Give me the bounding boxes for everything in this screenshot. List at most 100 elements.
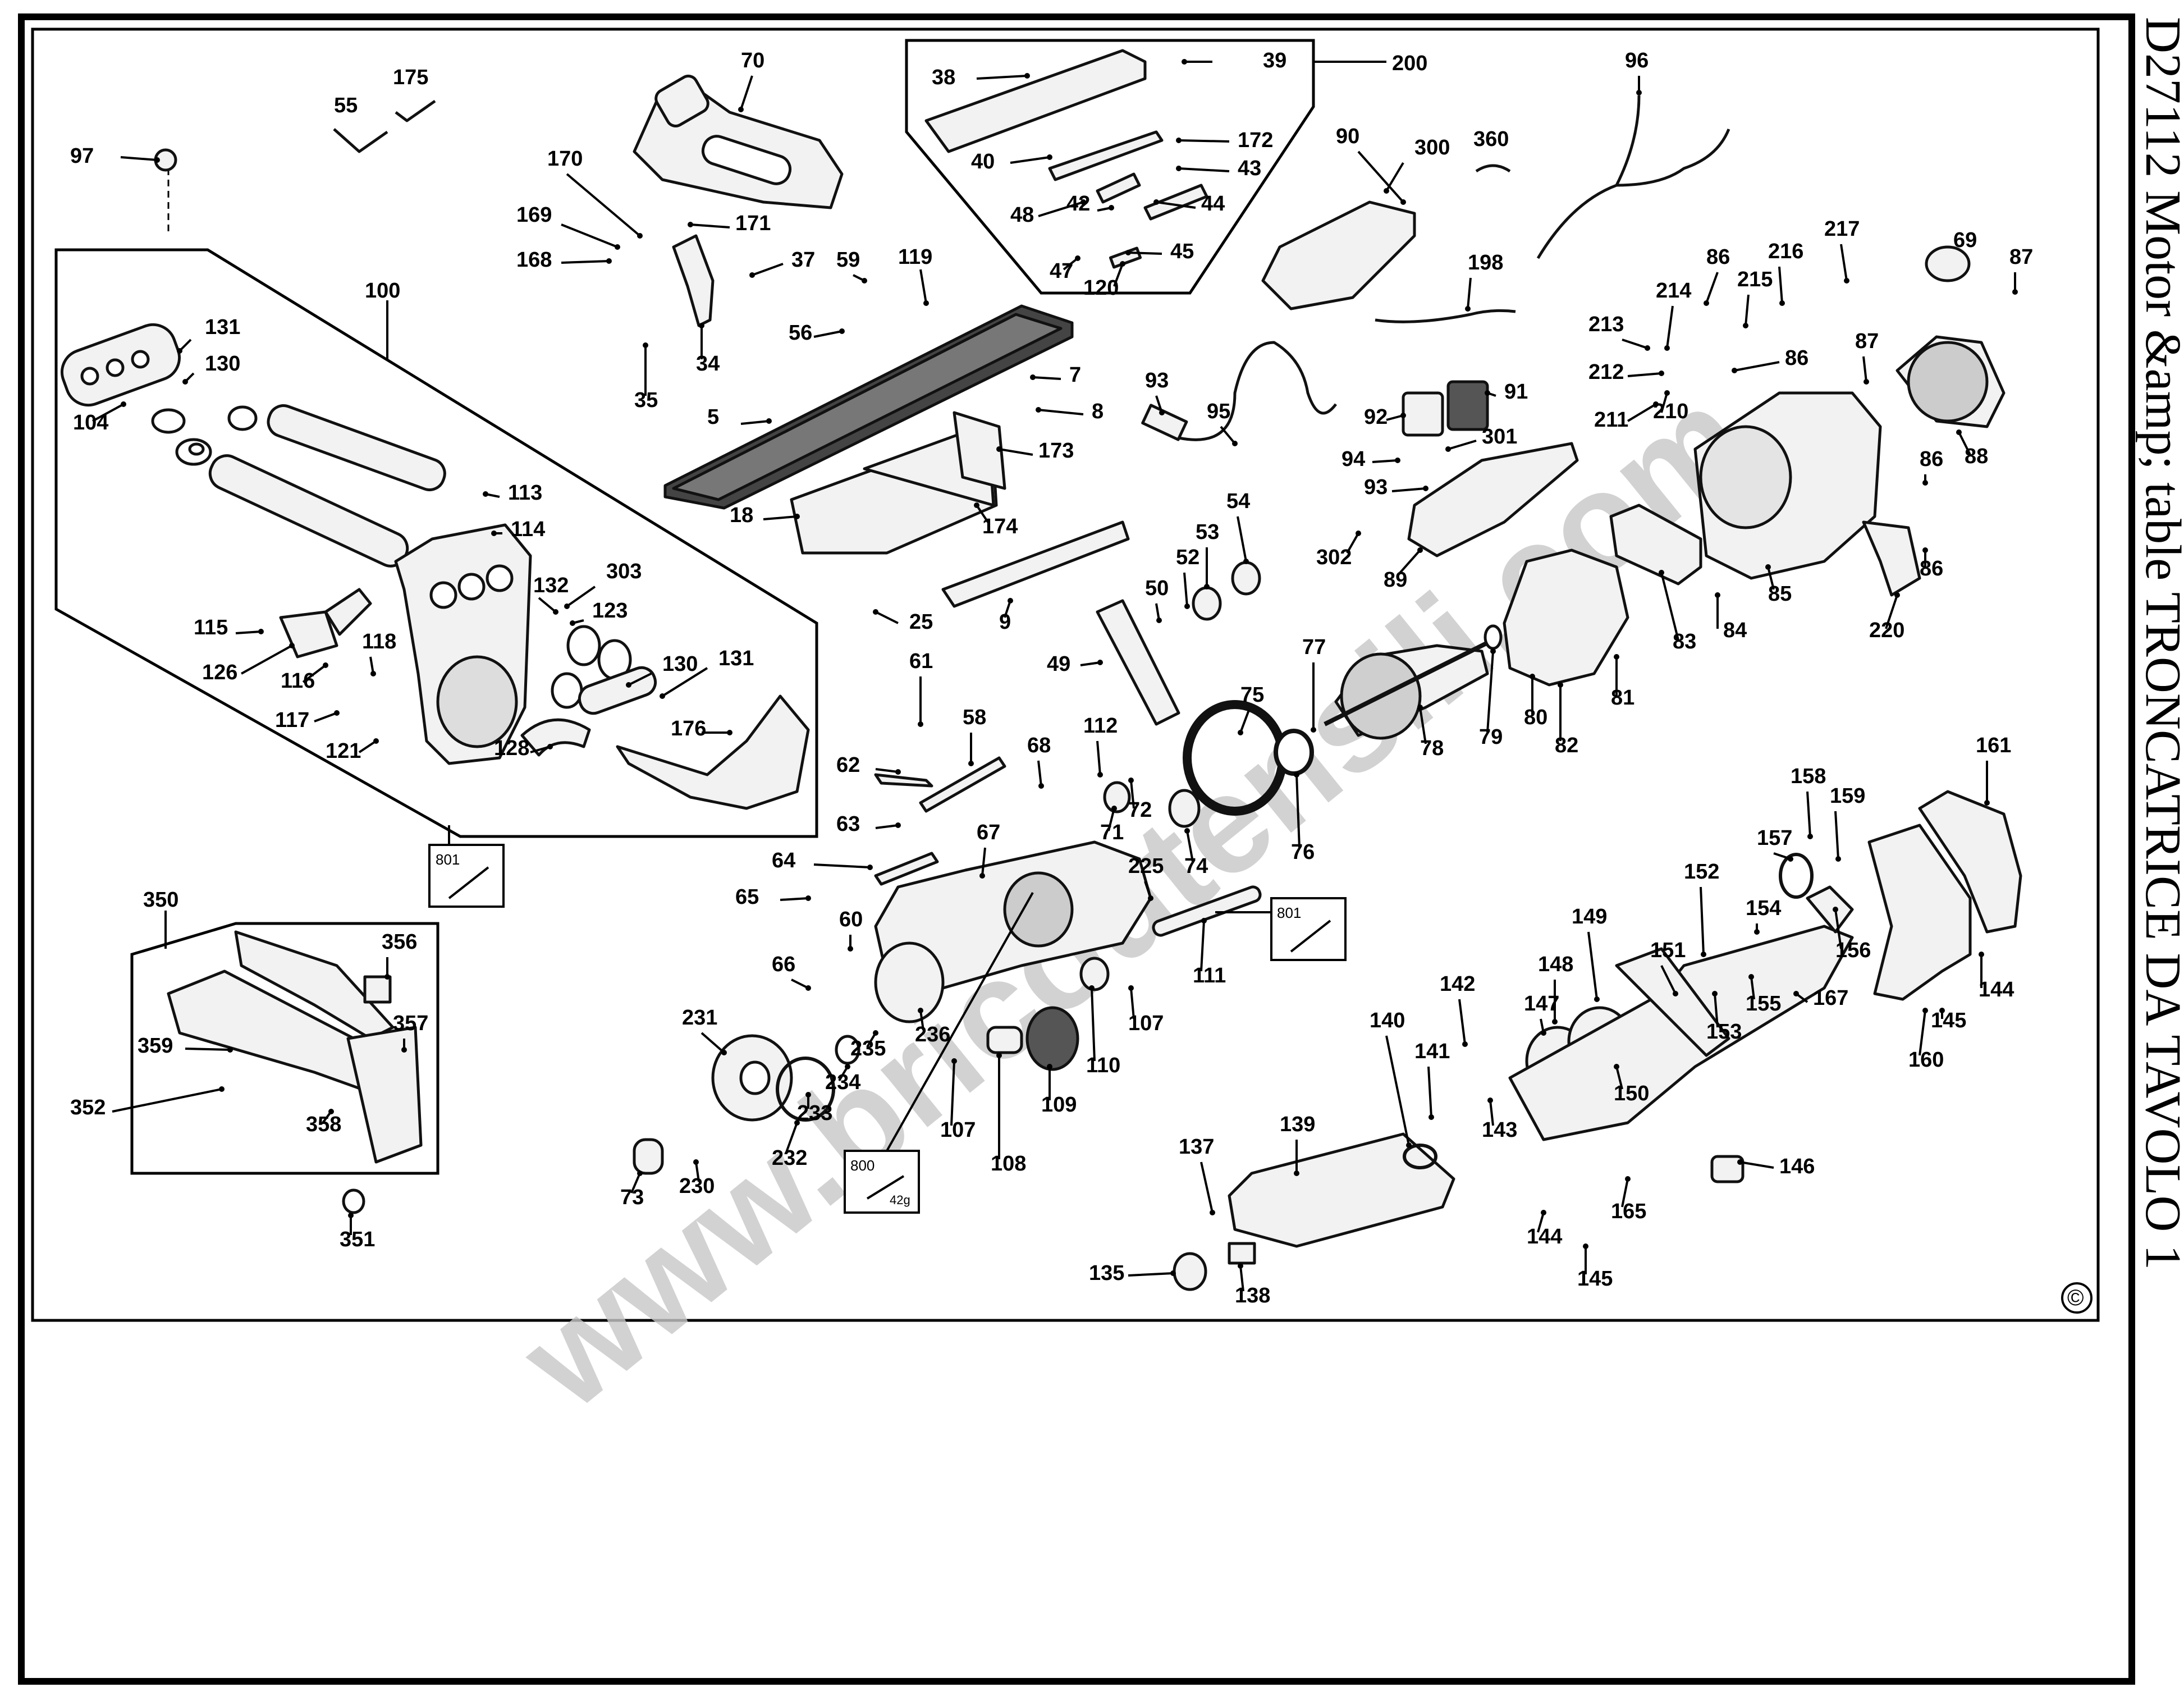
leader-dot-c155 bbox=[1748, 974, 1754, 980]
part-62 bbox=[874, 773, 933, 788]
part-356 bbox=[363, 975, 392, 1004]
leader-line-c152 bbox=[1700, 886, 1705, 955]
leader-line-c217 bbox=[1840, 244, 1848, 281]
callout-c86a: 86 bbox=[1706, 245, 1730, 269]
leader-dot-c173 bbox=[996, 446, 1002, 452]
leader-dot-c139 bbox=[1294, 1170, 1299, 1176]
leader-dot-c45 bbox=[1125, 250, 1131, 255]
part-109 bbox=[1025, 1006, 1079, 1071]
leader-dot-c153 bbox=[1712, 991, 1718, 996]
leader-dot-c146 bbox=[1737, 1159, 1743, 1165]
leader-dot-c161 bbox=[1984, 800, 1990, 806]
callout-c144b: 144 bbox=[1527, 1225, 1562, 1249]
inset-801-b-label: 801 bbox=[1277, 904, 1301, 921]
callout-c52: 52 bbox=[1176, 546, 1199, 569]
leader-dot-c47 bbox=[1075, 255, 1080, 261]
leader-dot-c77 bbox=[1311, 727, 1316, 733]
callout-c68: 68 bbox=[1027, 734, 1051, 757]
leader-dot-c59 bbox=[862, 278, 867, 284]
callout-c157: 157 bbox=[1757, 826, 1792, 850]
leader-line-c174 bbox=[976, 504, 989, 523]
leader-dot-c171 bbox=[688, 222, 693, 227]
leader-line-c44 bbox=[1156, 201, 1196, 209]
leader-dot-c210 bbox=[1664, 390, 1670, 396]
leader-line-c169 bbox=[561, 223, 618, 248]
leader-dot-c211 bbox=[1653, 401, 1659, 407]
callout-c53: 53 bbox=[1196, 520, 1219, 544]
callout-c87a: 87 bbox=[2009, 245, 2033, 269]
callout-c110: 110 bbox=[1086, 1054, 1120, 1077]
part-140 bbox=[1403, 1144, 1437, 1169]
callout-c198: 198 bbox=[1468, 251, 1503, 275]
leader-dot-c7 bbox=[1030, 374, 1036, 380]
leader-line-c130b bbox=[628, 673, 652, 686]
callout-c70: 70 bbox=[741, 49, 764, 72]
leader-dot-c56 bbox=[839, 328, 845, 334]
leader-dot-c88 bbox=[1956, 429, 1962, 435]
leader-dot-c213 bbox=[1645, 345, 1650, 351]
leader-dot-c217 bbox=[1844, 278, 1849, 284]
leader-dot-c84 bbox=[1715, 592, 1720, 598]
leader-dot-c107b bbox=[951, 1058, 957, 1064]
callout-c77: 77 bbox=[1302, 635, 1326, 659]
leader-dot-c147 bbox=[1541, 1030, 1546, 1036]
part-360 bbox=[1475, 164, 1511, 173]
leader-line-c78 bbox=[1419, 707, 1427, 744]
callout-c39: 39 bbox=[1263, 49, 1286, 72]
leader-line-c120 bbox=[1113, 263, 1124, 287]
leader-dot-c115 bbox=[258, 629, 264, 634]
callout-c37: 37 bbox=[791, 248, 815, 272]
leader-dot-c70 bbox=[738, 107, 744, 112]
callout-c176: 176 bbox=[671, 717, 706, 740]
leader-dot-c108 bbox=[996, 1053, 1002, 1058]
leader-dot-c165 bbox=[1625, 1176, 1631, 1182]
leader-dot-c38 bbox=[1024, 73, 1030, 79]
leader-dot-c351 bbox=[348, 1213, 354, 1218]
leader-line-c220 bbox=[1885, 595, 1898, 629]
callout-c235: 235 bbox=[850, 1037, 886, 1060]
leader-dot-c86b bbox=[1732, 368, 1737, 373]
leader-dot-c131a bbox=[177, 348, 182, 354]
leader-dot-c53 bbox=[1204, 584, 1210, 589]
callout-c172: 172 bbox=[1238, 129, 1273, 152]
leader-dot-c9 bbox=[1008, 598, 1013, 603]
leader-dot-c357 bbox=[401, 1047, 407, 1053]
callout-c65: 65 bbox=[735, 885, 759, 909]
callout-c85: 85 bbox=[1768, 582, 1792, 606]
leader-line-c135 bbox=[1128, 1272, 1174, 1277]
leader-dot-c5 bbox=[766, 418, 772, 424]
group-100-outline bbox=[54, 248, 818, 838]
callout-c82: 82 bbox=[1555, 734, 1578, 757]
leader-line-c5 bbox=[740, 420, 770, 425]
callout-c169: 169 bbox=[516, 203, 552, 227]
leader-dot-c58 bbox=[968, 761, 974, 766]
leader-line-c86a bbox=[1705, 272, 1719, 304]
leader-line-c131b bbox=[661, 667, 708, 697]
leader-dot-c130b bbox=[626, 682, 631, 688]
part-165 bbox=[1710, 1155, 1745, 1183]
leader-dot-c151 bbox=[1673, 991, 1678, 996]
leader-line-c66 bbox=[791, 978, 809, 989]
callout-c351: 351 bbox=[340, 1228, 375, 1251]
leader-dot-c358 bbox=[328, 1109, 334, 1114]
part-357 bbox=[346, 1026, 423, 1164]
leader-line-c144b bbox=[1537, 1212, 1545, 1233]
callout-c118: 118 bbox=[362, 630, 396, 653]
leader-line-c215 bbox=[1745, 294, 1750, 326]
group-200-outline bbox=[905, 39, 1315, 295]
callout-c54: 54 bbox=[1226, 490, 1250, 513]
leader-line-c87b bbox=[1862, 356, 1867, 382]
callout-c119: 119 bbox=[898, 245, 932, 269]
callout-c145a: 145 bbox=[1931, 1009, 1966, 1032]
leader-line-c76 bbox=[1295, 774, 1301, 848]
callout-c123: 123 bbox=[592, 599, 628, 623]
leader-dot-c302 bbox=[1356, 531, 1361, 536]
leader-line-c104 bbox=[92, 403, 124, 422]
leader-dot-c64 bbox=[867, 865, 873, 870]
leader-line-c48 bbox=[1038, 201, 1084, 217]
leader-dot-c356 bbox=[384, 974, 390, 980]
part-92 bbox=[1402, 391, 1444, 437]
callout-c80: 80 bbox=[1524, 706, 1547, 729]
leader-dot-c121 bbox=[373, 738, 379, 744]
leader-dot-c61 bbox=[918, 721, 923, 727]
